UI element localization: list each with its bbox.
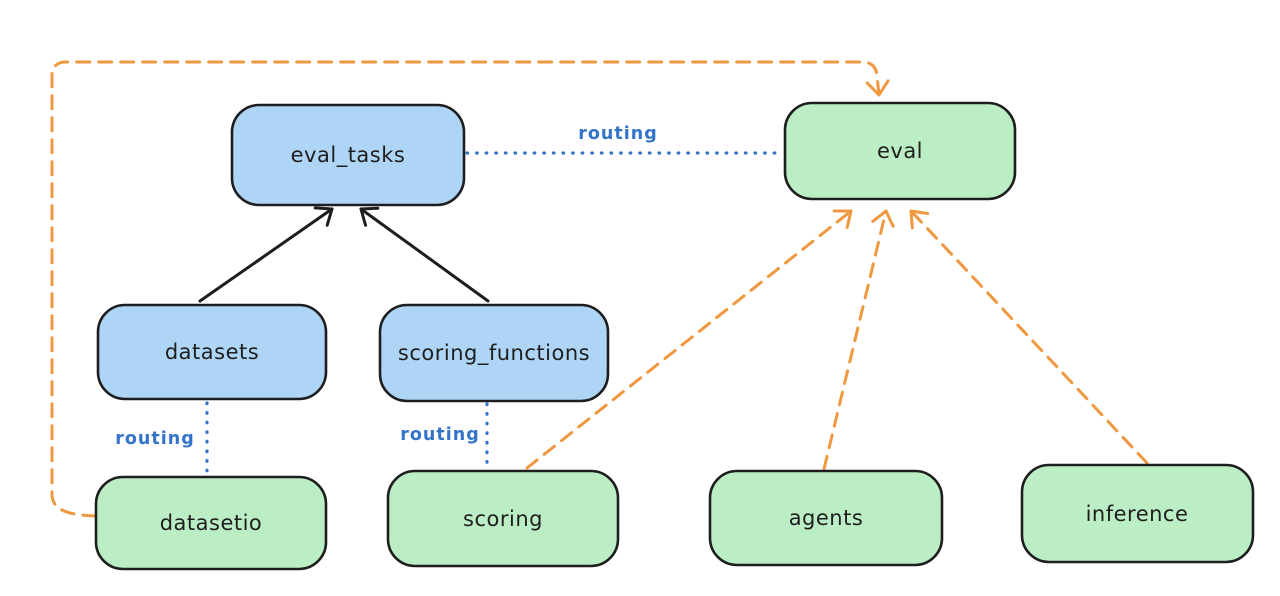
node-eval-box [783,101,1017,201]
node-scoring-label: scoring [463,507,543,531]
edge-scoring-to-eval [525,209,853,470]
node-agents-box [708,469,944,567]
node-eval-tasks-box [230,103,466,207]
node-layer: eval_tasks eval datasets scoring_functio… [94,101,1255,571]
edge-label-layer: routing routing routing [115,124,657,449]
node-inference: inference [1020,463,1255,564]
node-agents-label: agents [789,506,864,530]
node-scoring-functions-box [378,303,610,403]
node-inference-box [1020,463,1255,564]
node-eval-label: eval [877,139,923,163]
node-eval: eval [783,101,1017,201]
edge-inference-to-eval [909,209,1149,465]
node-inference-label: inference [1086,502,1189,526]
node-datasets: datasets [96,303,328,401]
node-datasetio: datasetio [94,475,328,571]
node-agents: agents [708,469,944,567]
node-eval-tasks-label: eval_tasks [291,143,406,168]
routing-label-scoring: routing [400,425,479,445]
node-eval-tasks: eval_tasks [230,103,466,207]
routing-label-top: routing [578,124,657,144]
node-scoring: scoring [386,469,620,568]
node-scoring-box [386,469,620,568]
node-scoring-functions: scoring_functions [378,303,610,403]
edge-layer [50,60,1149,518]
edge-datasetio-to-eval-loop [50,60,890,518]
node-datasetio-box [94,475,328,571]
node-datasetio-label: datasetio [160,511,263,535]
node-datasets-label: datasets [165,340,259,364]
edge-scoring-functions-to-eval-tasks [359,206,490,303]
edge-agents-to-eval [822,209,895,471]
routing-label-datasetio: routing [115,429,194,449]
node-scoring-functions-label: scoring_functions [398,341,590,366]
node-datasets-box [96,303,328,401]
edge-datasets-to-eval-tasks [198,206,334,303]
